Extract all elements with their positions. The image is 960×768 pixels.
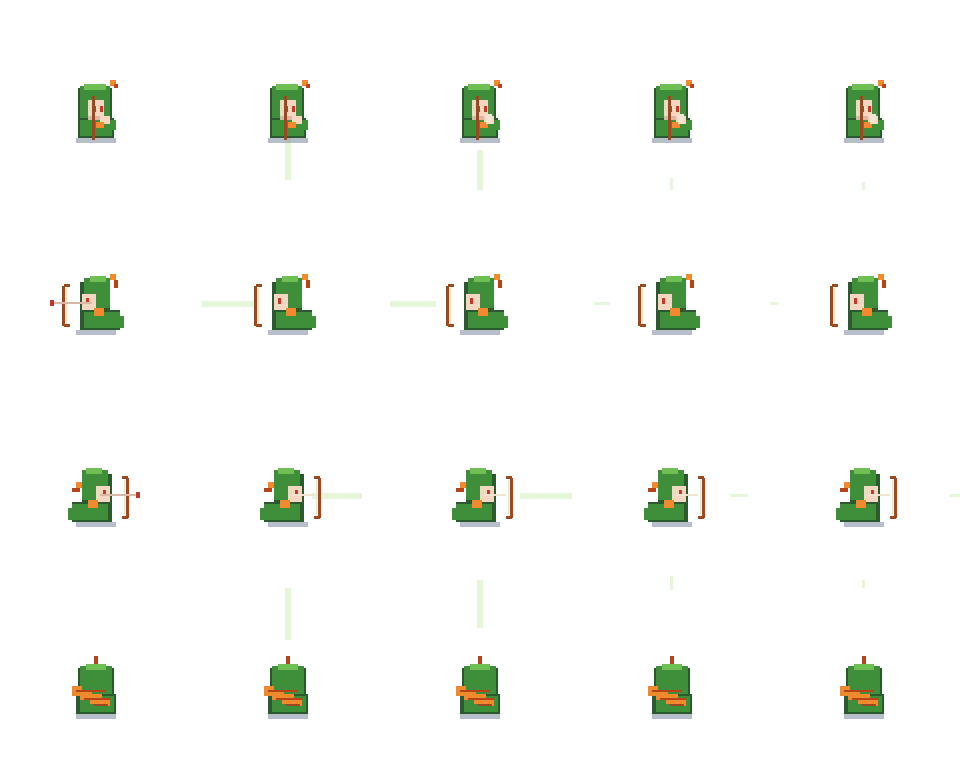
archer-sprite [652,80,694,143]
archer-left-frame-2 [202,274,316,335]
archer-up-frame-3 [456,580,500,719]
archer-sprite [452,468,513,527]
archer-sprite [50,274,124,335]
archer-up-frame-4 [648,576,692,719]
archer-down-frame-4 [652,80,694,190]
arrow-trail [770,302,778,305]
archer-sprite [840,656,884,719]
sprite-row-right [68,468,960,527]
arrow-trail [202,301,254,307]
archer-sprite [644,468,705,527]
archer-sprite [648,656,692,719]
archer-right-frame-4 [644,468,748,527]
archer-down-frame-1 [76,80,118,143]
archer-sprite [446,274,508,335]
archer-sprite [844,80,886,143]
archer-down-frame-2 [268,80,310,180]
archer-sprite [68,468,140,527]
arrow-trail [312,493,362,499]
arrow-trail [477,150,483,190]
archer-down-frame-5 [844,80,886,190]
arrow-trail [520,493,572,499]
archer-sprite [638,274,700,335]
archer-up-frame-2 [264,588,308,719]
arrow-trail [730,494,748,497]
sprite-row-left [50,274,892,335]
arrow-trail [862,182,865,190]
archer-sprite [254,274,316,335]
archer-sprite [72,656,116,719]
archer-up-frame-5 [840,580,884,719]
archer-right-frame-1 [68,468,140,527]
archer-sprite [460,80,502,143]
arrow-trail [950,494,960,497]
archer-sprite [268,80,310,143]
arrow-trail [477,580,483,628]
archer-right-frame-3 [452,468,572,527]
arrow-trail [670,178,673,190]
arrow-trail [390,301,436,307]
archer-sprite [836,468,897,527]
archer-right-frame-5 [836,468,960,527]
arrow-trail [285,588,291,640]
archer-right-frame-2 [260,468,362,527]
sprite-row-up [72,576,884,719]
archer-sprite [456,656,500,719]
arrow-trail [594,302,610,305]
archer-up-frame-1 [72,656,116,719]
archer-down-frame-3 [460,80,502,190]
arrow-trail [844,302,845,303]
arrow-trail [285,124,291,180]
arrow-trail [862,580,865,588]
arrow-trail [670,576,673,590]
sprite-row-down [76,80,886,190]
archer-sprite [260,468,321,527]
archer-left-frame-1 [50,274,124,335]
archer-left-frame-5 [770,274,892,335]
archer-left-frame-3 [390,274,508,335]
archer-left-frame-4 [594,274,700,335]
archer-sprite [76,80,118,143]
archer-sprite [264,656,308,719]
archer-sprite [830,274,892,335]
